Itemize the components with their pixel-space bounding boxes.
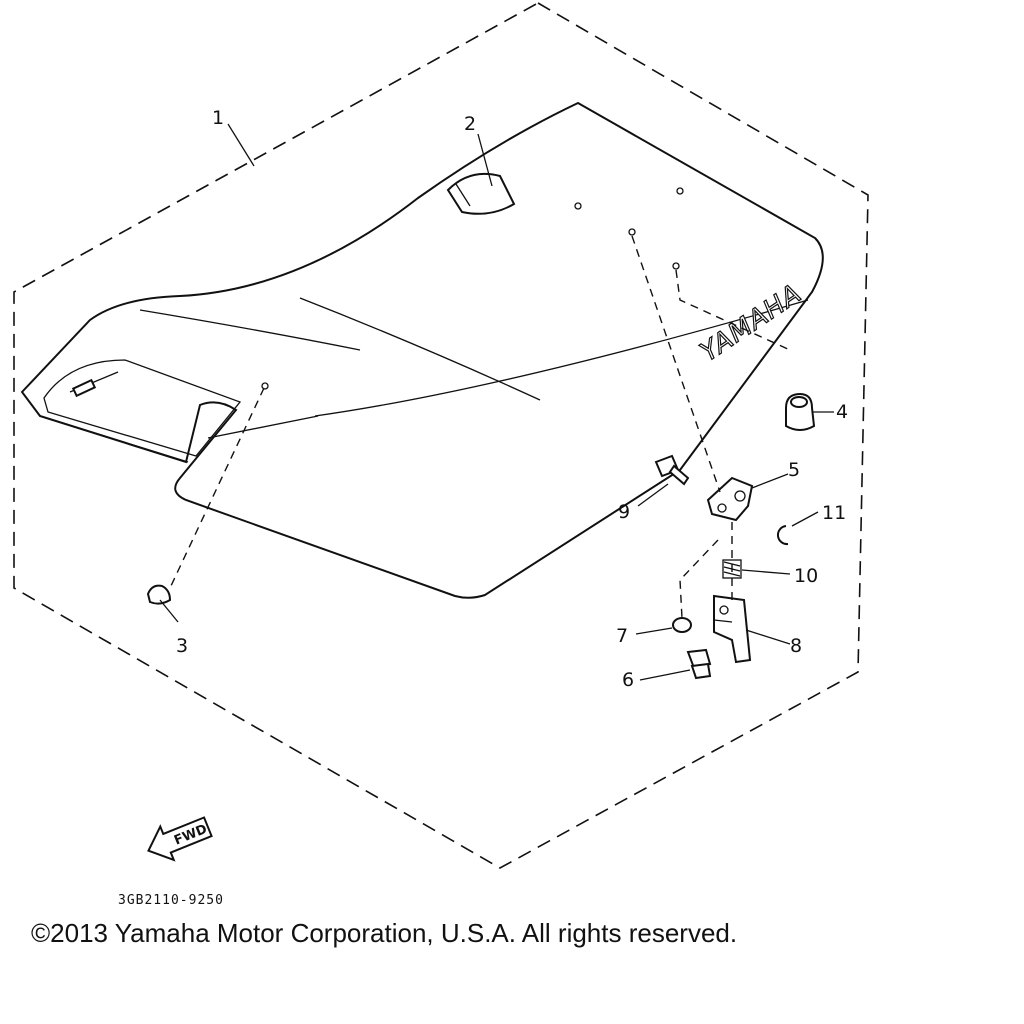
seat-brand-text: YAMAHA — [695, 279, 807, 368]
seat-contour-4 — [207, 415, 319, 439]
seat-recess-tab — [71, 378, 97, 398]
seat: YAMAHA — [20, 101, 824, 599]
seat-outline — [20, 101, 824, 599]
part-code: 3GB2110-9250 — [118, 893, 224, 908]
seat-recess — [43, 359, 242, 457]
assembly-boundary — [13, 2, 869, 869]
part-7-washer — [672, 617, 692, 633]
part-3-damper — [146, 584, 172, 605]
seat-contour-2 — [299, 297, 541, 401]
leader-lines — [159, 123, 834, 681]
forward-arrow: FWD — [147, 816, 213, 862]
callout-5: 5 — [788, 459, 800, 481]
callout-11: 11 — [822, 502, 846, 524]
callout-8: 8 — [790, 635, 802, 657]
seat-bottom-edge — [39, 415, 189, 463]
seat-hole — [676, 187, 684, 195]
part-8-latch — [713, 594, 752, 664]
seat-hole — [261, 382, 269, 390]
align-line-bracket-to-washer — [679, 539, 719, 619]
part-4-damper — [785, 392, 816, 431]
seat-hole — [672, 262, 680, 270]
part-9-bolt — [654, 454, 690, 486]
callouts: 1 2 3 4 5 6 7 8 9 10 11 — [176, 107, 848, 691]
callout-9: 9 — [618, 501, 630, 523]
seat-contour-1 — [139, 309, 361, 351]
align-line-seat-to-damper — [675, 269, 791, 351]
part-2-strap — [446, 172, 516, 215]
callout-4: 4 — [836, 401, 848, 423]
callout-7: 7 — [616, 625, 628, 647]
callout-10: 10 — [794, 565, 818, 587]
part-11-circlip — [777, 525, 789, 546]
seat-hole — [574, 202, 582, 210]
callout-2: 2 — [464, 113, 476, 135]
part-5-bracket — [706, 476, 754, 522]
part-6-bolt — [686, 648, 712, 680]
callout-3: 3 — [176, 635, 188, 657]
copyright-notice: ©2013 Yamaha Motor Corporation, U.S.A. A… — [31, 918, 738, 948]
align-line-seat-to-part3 — [169, 387, 265, 589]
align-line-seat-to-bracket — [631, 235, 721, 493]
seat-contour-3 — [314, 299, 809, 417]
callout-6: 6 — [622, 669, 634, 691]
callout-1: 1 — [212, 107, 224, 129]
seat-hole — [628, 228, 636, 236]
